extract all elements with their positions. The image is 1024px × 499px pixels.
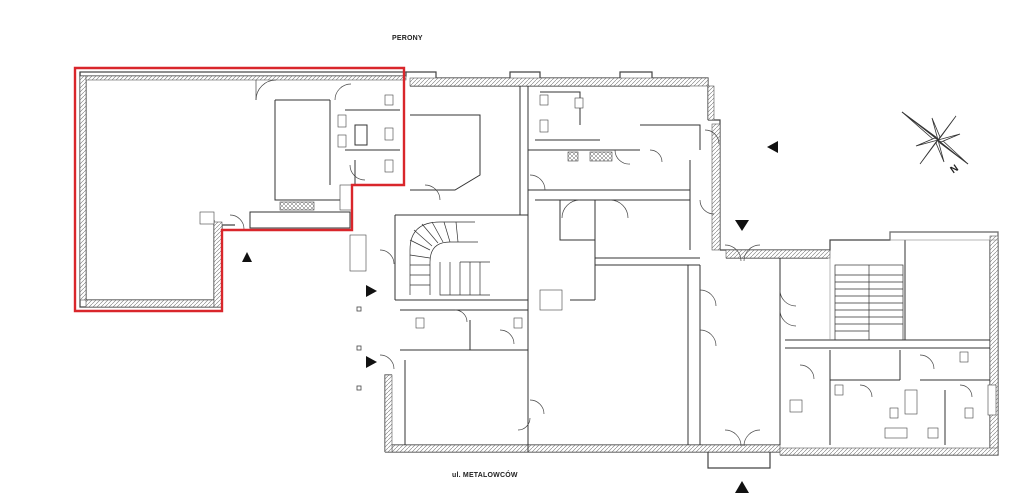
- platforms-label: PERONY: [392, 35, 423, 42]
- door-swings: [229, 79, 973, 447]
- staircase-spiral: [409, 221, 490, 296]
- compass-rose-icon: [901, 111, 969, 165]
- arrow-right-2: [366, 356, 377, 368]
- staircase-right: [834, 264, 904, 341]
- counters-hatched: [279, 151, 613, 211]
- entrance-arrows: [242, 141, 778, 493]
- right-wing-frame: [829, 231, 999, 340]
- arrow-down-center: [735, 220, 749, 231]
- arrow-up-bottom: [735, 481, 749, 493]
- arrow-left-right-side: [767, 141, 778, 153]
- highlighted-area-outline: [73, 66, 406, 313]
- markers: [356, 306, 362, 391]
- arrow-right-1: [366, 285, 377, 297]
- street-label: ul. METALOWCÓW: [452, 472, 518, 479]
- wall-hatching: [79, 75, 999, 456]
- fixtures: [199, 94, 997, 439]
- arrow-up-left-wing: [242, 252, 252, 262]
